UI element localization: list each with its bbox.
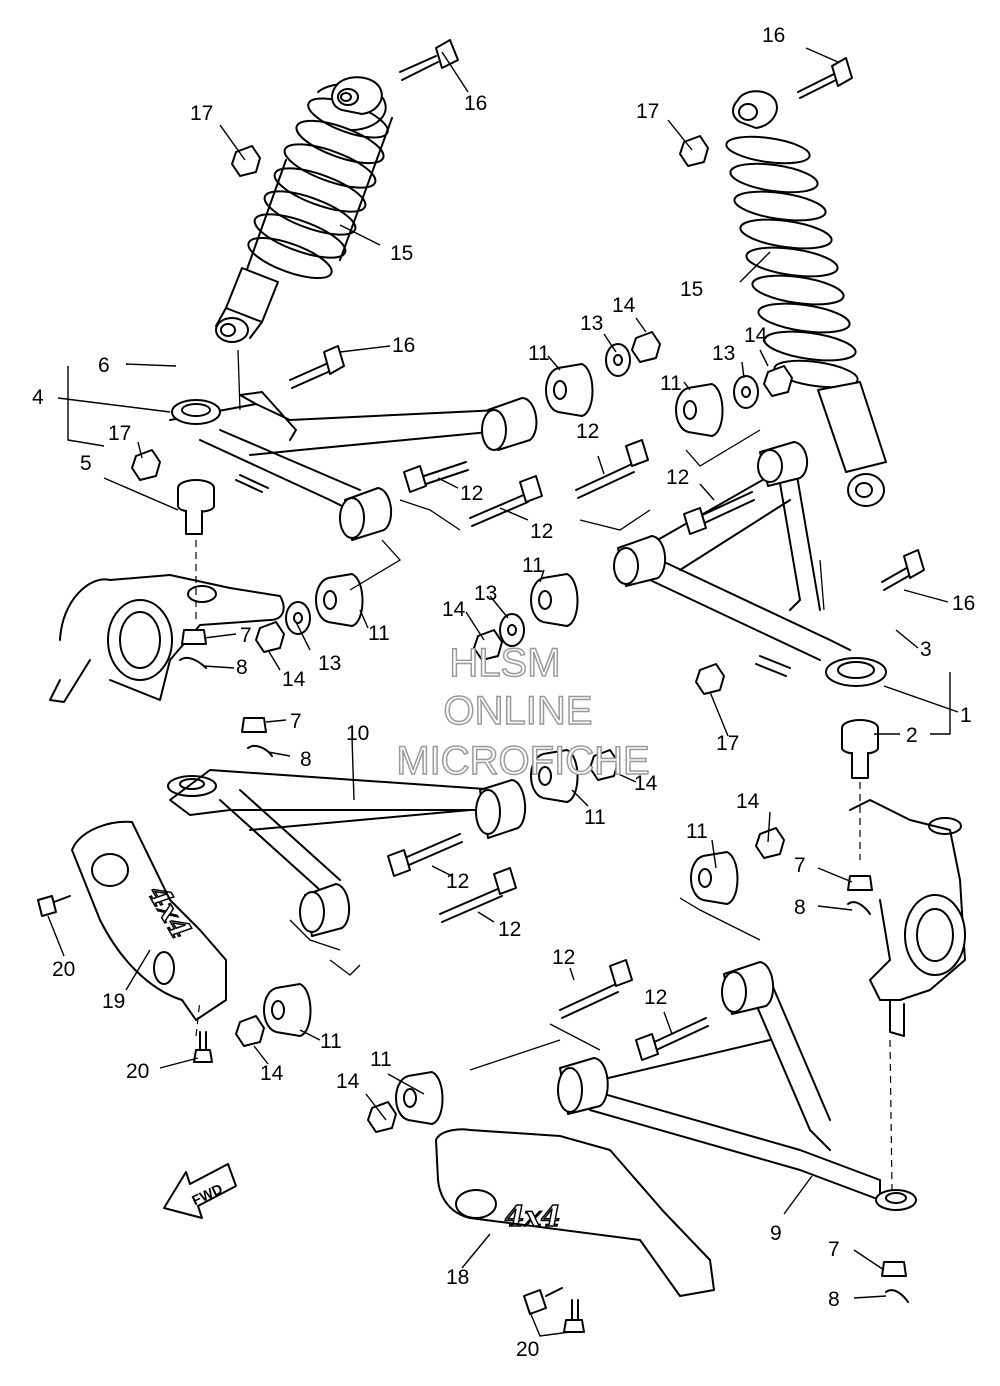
upper-right-a-arm	[613, 441, 887, 687]
left-shock-absorber	[215, 76, 393, 343]
lower-left-a-arm	[167, 769, 527, 937]
washers-and-nuts	[131, 135, 909, 1303]
callout-11: 11	[522, 554, 544, 577]
callout-14: 14	[336, 1070, 360, 1093]
fwd-direction-arrow: FWD	[163, 1163, 237, 1219]
callout-14: 14	[442, 598, 466, 621]
callout-12: 12	[576, 420, 599, 443]
callout-11: 11	[686, 820, 708, 843]
bushing-set	[263, 363, 739, 1125]
callout-12: 12	[460, 482, 483, 505]
callout-15: 15	[680, 278, 703, 301]
callout-2: 2	[906, 724, 918, 747]
callout-19: 19	[102, 990, 125, 1013]
callout-13: 13	[580, 312, 603, 335]
callout-3: 3	[920, 638, 932, 661]
right-shock-absorber	[725, 90, 887, 507]
callout-12: 12	[498, 918, 521, 941]
callout-10: 10	[346, 722, 369, 745]
callout-17: 17	[716, 732, 739, 755]
callout-11: 11	[370, 1048, 392, 1071]
watermark: HLSM ONLINE MICROFICHE	[396, 640, 651, 784]
right-steering-knuckle	[849, 799, 966, 1037]
callout-numbers: 17 16 15 16 17 15 6 4 17 5 16 11 13 14 1…	[32, 24, 975, 1361]
upper-left-a-arm	[169, 391, 538, 541]
watermark-line-2: ONLINE	[444, 689, 593, 733]
callout-7: 7	[290, 710, 302, 733]
callout-13: 13	[474, 582, 497, 605]
callout-12: 12	[446, 870, 469, 893]
assembly-lines	[195, 349, 893, 1191]
callout-11: 11	[368, 622, 390, 645]
callout-12: 12	[666, 466, 689, 489]
callout-11: 11	[584, 806, 606, 829]
callout-17: 17	[108, 422, 131, 445]
right-ball-joint	[841, 719, 879, 779]
bolts	[37, 39, 925, 1333]
right-guard: 4x4	[435, 1128, 715, 1297]
callout-12: 12	[552, 946, 575, 969]
callout-7: 7	[828, 1238, 840, 1261]
callout-20: 20	[52, 958, 75, 981]
callout-14: 14	[612, 294, 636, 317]
lower-right-a-arm	[557, 961, 917, 1211]
callout-14: 14	[736, 790, 760, 813]
callout-7: 7	[794, 854, 806, 877]
callout-1: 1	[960, 704, 972, 727]
callout-20: 20	[126, 1060, 149, 1083]
left-ball-joint	[177, 479, 215, 535]
callout-8: 8	[828, 1288, 840, 1311]
watermark-line-1: HLSM	[449, 641, 560, 685]
left-guard: 4x4	[71, 820, 227, 1021]
callout-6: 6	[98, 354, 110, 377]
callout-5: 5	[80, 452, 92, 475]
callout-12: 12	[644, 986, 667, 1009]
callout-14: 14	[282, 668, 306, 691]
callout-13: 13	[318, 652, 341, 675]
callout-16: 16	[392, 334, 415, 357]
leader-lines	[47, 47, 959, 1337]
callout-17: 17	[190, 102, 213, 125]
callout-16: 16	[952, 592, 975, 615]
guard-logo-right: 4x4	[505, 1200, 561, 1233]
callout-16: 16	[762, 24, 785, 47]
callout-8: 8	[236, 656, 248, 679]
callout-8: 8	[794, 896, 806, 919]
callout-18: 18	[446, 1266, 469, 1289]
callout-8: 8	[300, 748, 312, 771]
callout-20: 20	[516, 1338, 539, 1361]
callout-7: 7	[240, 624, 252, 647]
callout-11: 11	[528, 342, 550, 365]
callout-14: 14	[260, 1062, 284, 1085]
watermark-line-3: MICROFICHE	[396, 739, 649, 783]
callout-11: 11	[660, 372, 682, 395]
callout-15: 15	[390, 242, 413, 265]
callout-14: 14	[744, 324, 768, 347]
callout-13: 13	[712, 342, 735, 365]
callout-17: 17	[636, 100, 659, 123]
callout-9: 9	[770, 1222, 782, 1245]
callout-14: 14	[634, 772, 658, 795]
callout-12: 12	[530, 520, 553, 543]
callout-16: 16	[464, 92, 487, 115]
callout-4: 4	[32, 386, 44, 409]
left-steering-knuckle	[49, 574, 285, 703]
callout-11: 11	[320, 1030, 342, 1053]
